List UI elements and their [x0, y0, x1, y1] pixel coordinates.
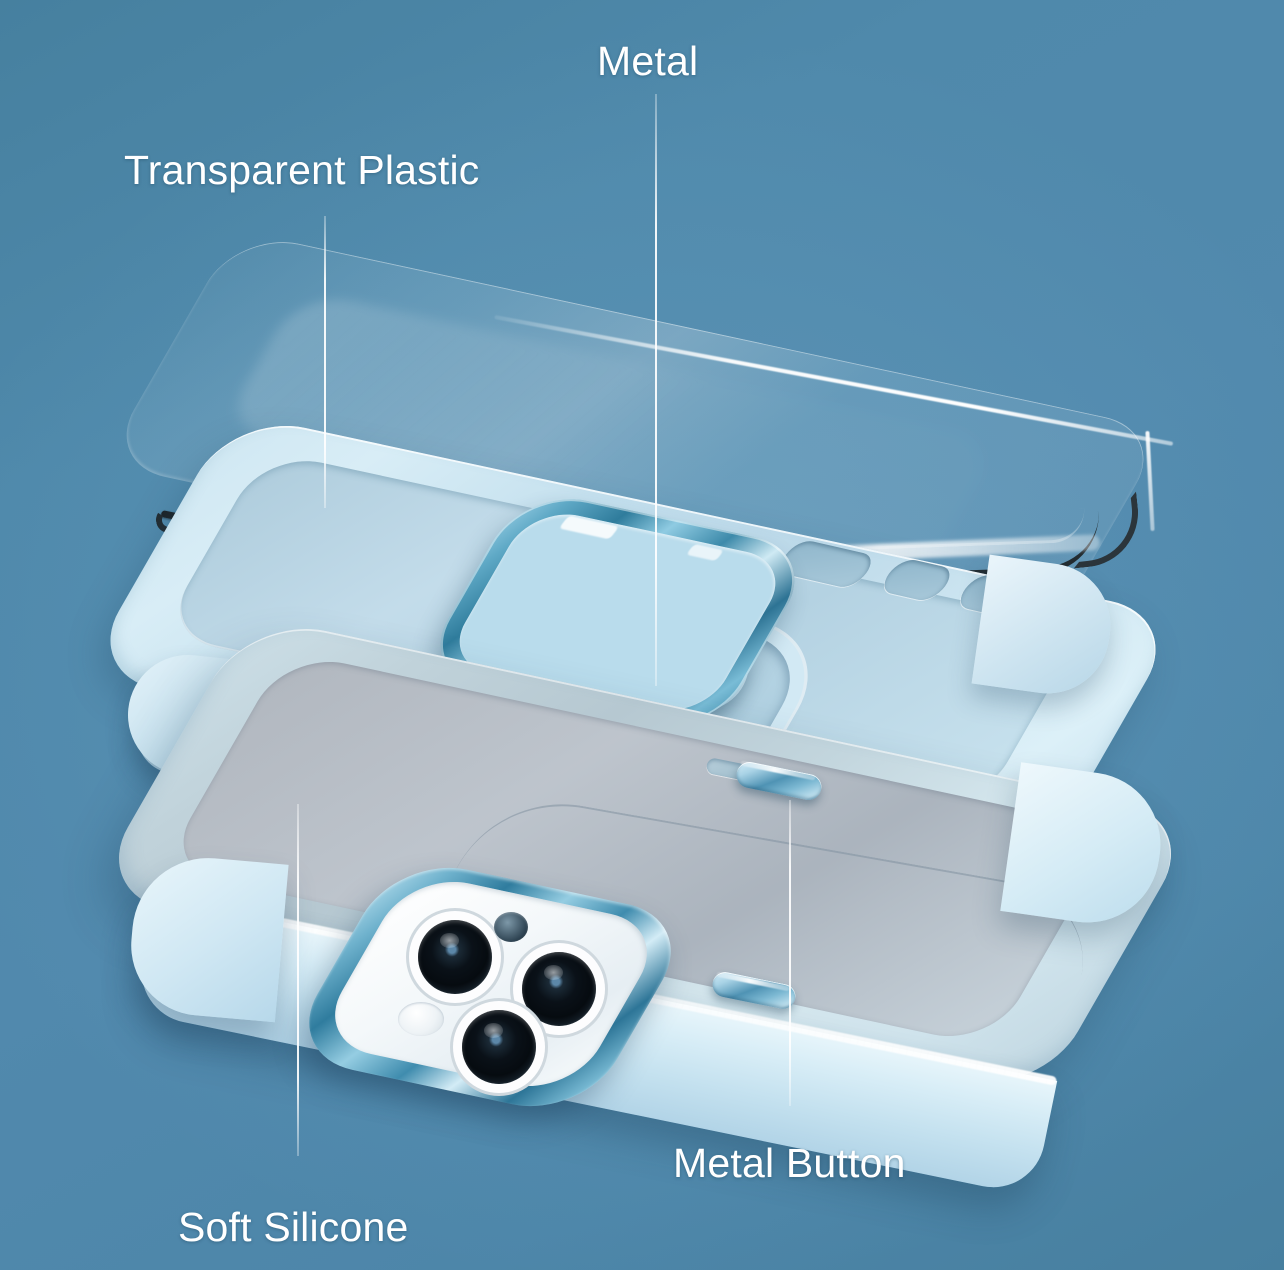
camera-lens-3 [462, 1010, 536, 1084]
label-transparent-plastic: Transparent Plastic [124, 147, 480, 193]
camera-lens-2 [522, 952, 596, 1026]
leader-line-metal-button [789, 800, 791, 1106]
camera-flash-icon [494, 912, 528, 942]
label-soft-silicone: Soft Silicone [178, 1204, 409, 1250]
camera-lens-1 [418, 920, 492, 994]
label-metal-button: Metal Button [673, 1140, 906, 1186]
label-metal: Metal [597, 38, 699, 84]
leader-line-soft-silicone [297, 804, 299, 1156]
phone-body [90, 614, 1200, 1197]
camera-lidar-icon [398, 1002, 444, 1036]
leader-line-metal [655, 94, 657, 686]
leader-line-transparent-plastic [324, 216, 326, 508]
